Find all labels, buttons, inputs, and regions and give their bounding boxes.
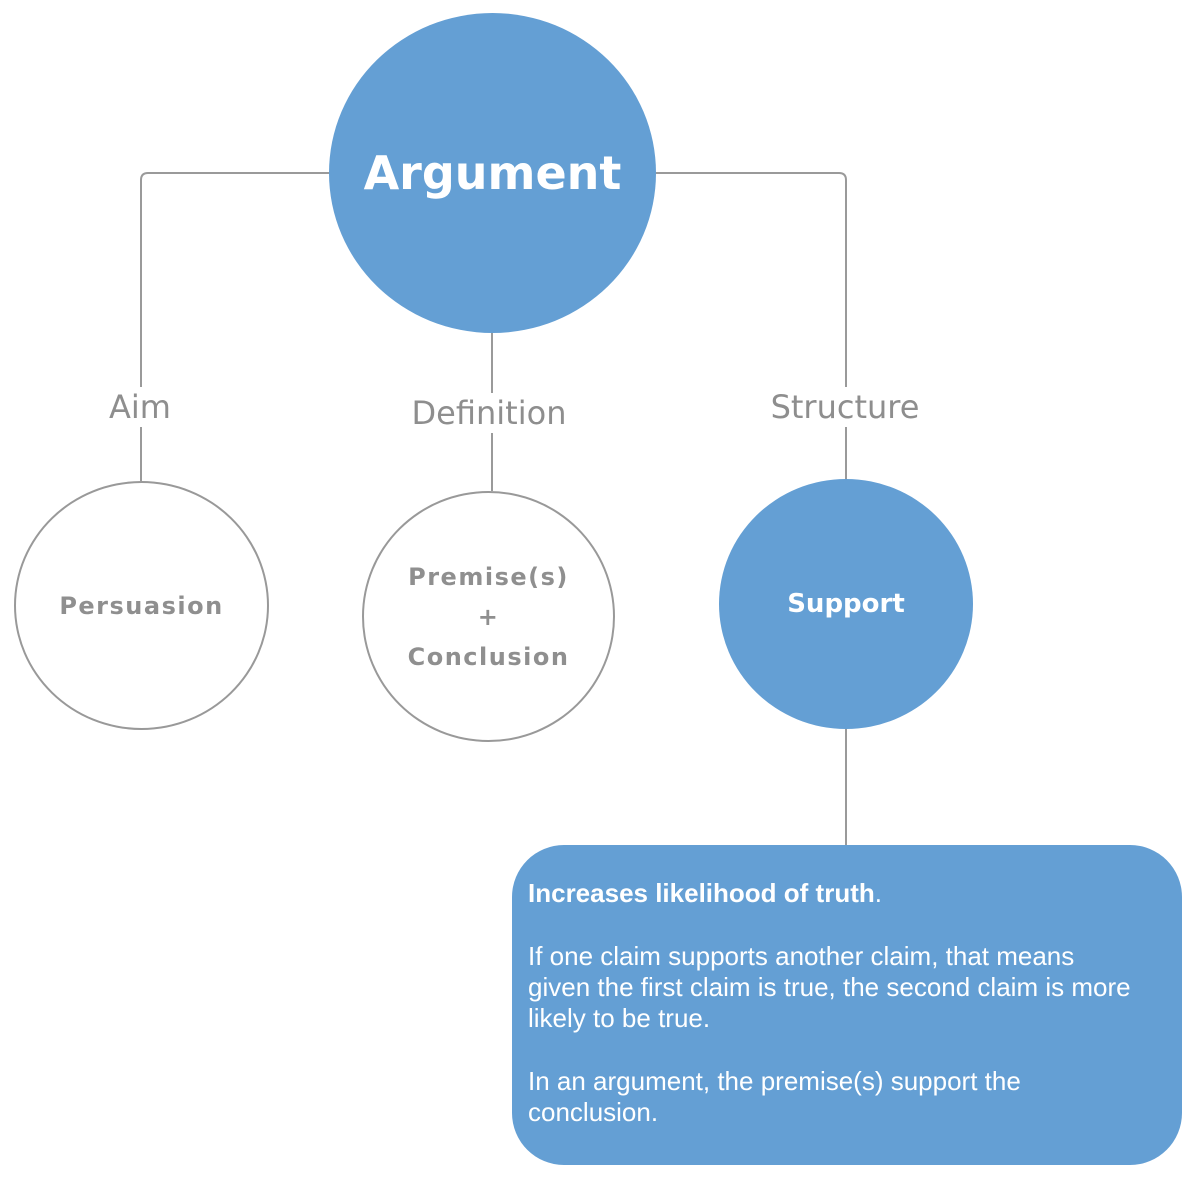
support-description-box: Increases likelihood of truth. If one cl… — [512, 845, 1182, 1165]
description-heading: Increases likelihood of truth — [528, 878, 875, 908]
description-heading-line: Increases likelihood of truth. — [528, 878, 1142, 909]
edge-label-structure: Structure — [766, 387, 924, 427]
edge-label-aim: Aim — [105, 387, 175, 427]
node-persuasion: Persuasion — [14, 481, 269, 730]
node-premise-line: Premise(s) — [408, 562, 569, 591]
node-support: Support — [719, 479, 973, 729]
connector-aim — [140, 172, 329, 481]
node-premise-conclusion: Premise(s) + Conclusion — [362, 491, 615, 742]
root-node-label: Argument — [363, 146, 622, 200]
description-paragraph-1: If one claim supports another claim, tha… — [528, 941, 1131, 1033]
node-persuasion-label: Persuasion — [59, 591, 224, 620]
description-paragraph-2: In an argument, the premise(s) support t… — [528, 1066, 1021, 1127]
description-heading-period: . — [874, 878, 882, 908]
edge-label-definition: Definition — [407, 393, 571, 433]
node-plus-line: + — [477, 602, 500, 631]
connector-structure — [656, 172, 847, 479]
node-conclusion-line: Conclusion — [407, 642, 570, 671]
root-node-argument: Argument — [329, 13, 656, 333]
node-support-label: Support — [787, 589, 905, 619]
